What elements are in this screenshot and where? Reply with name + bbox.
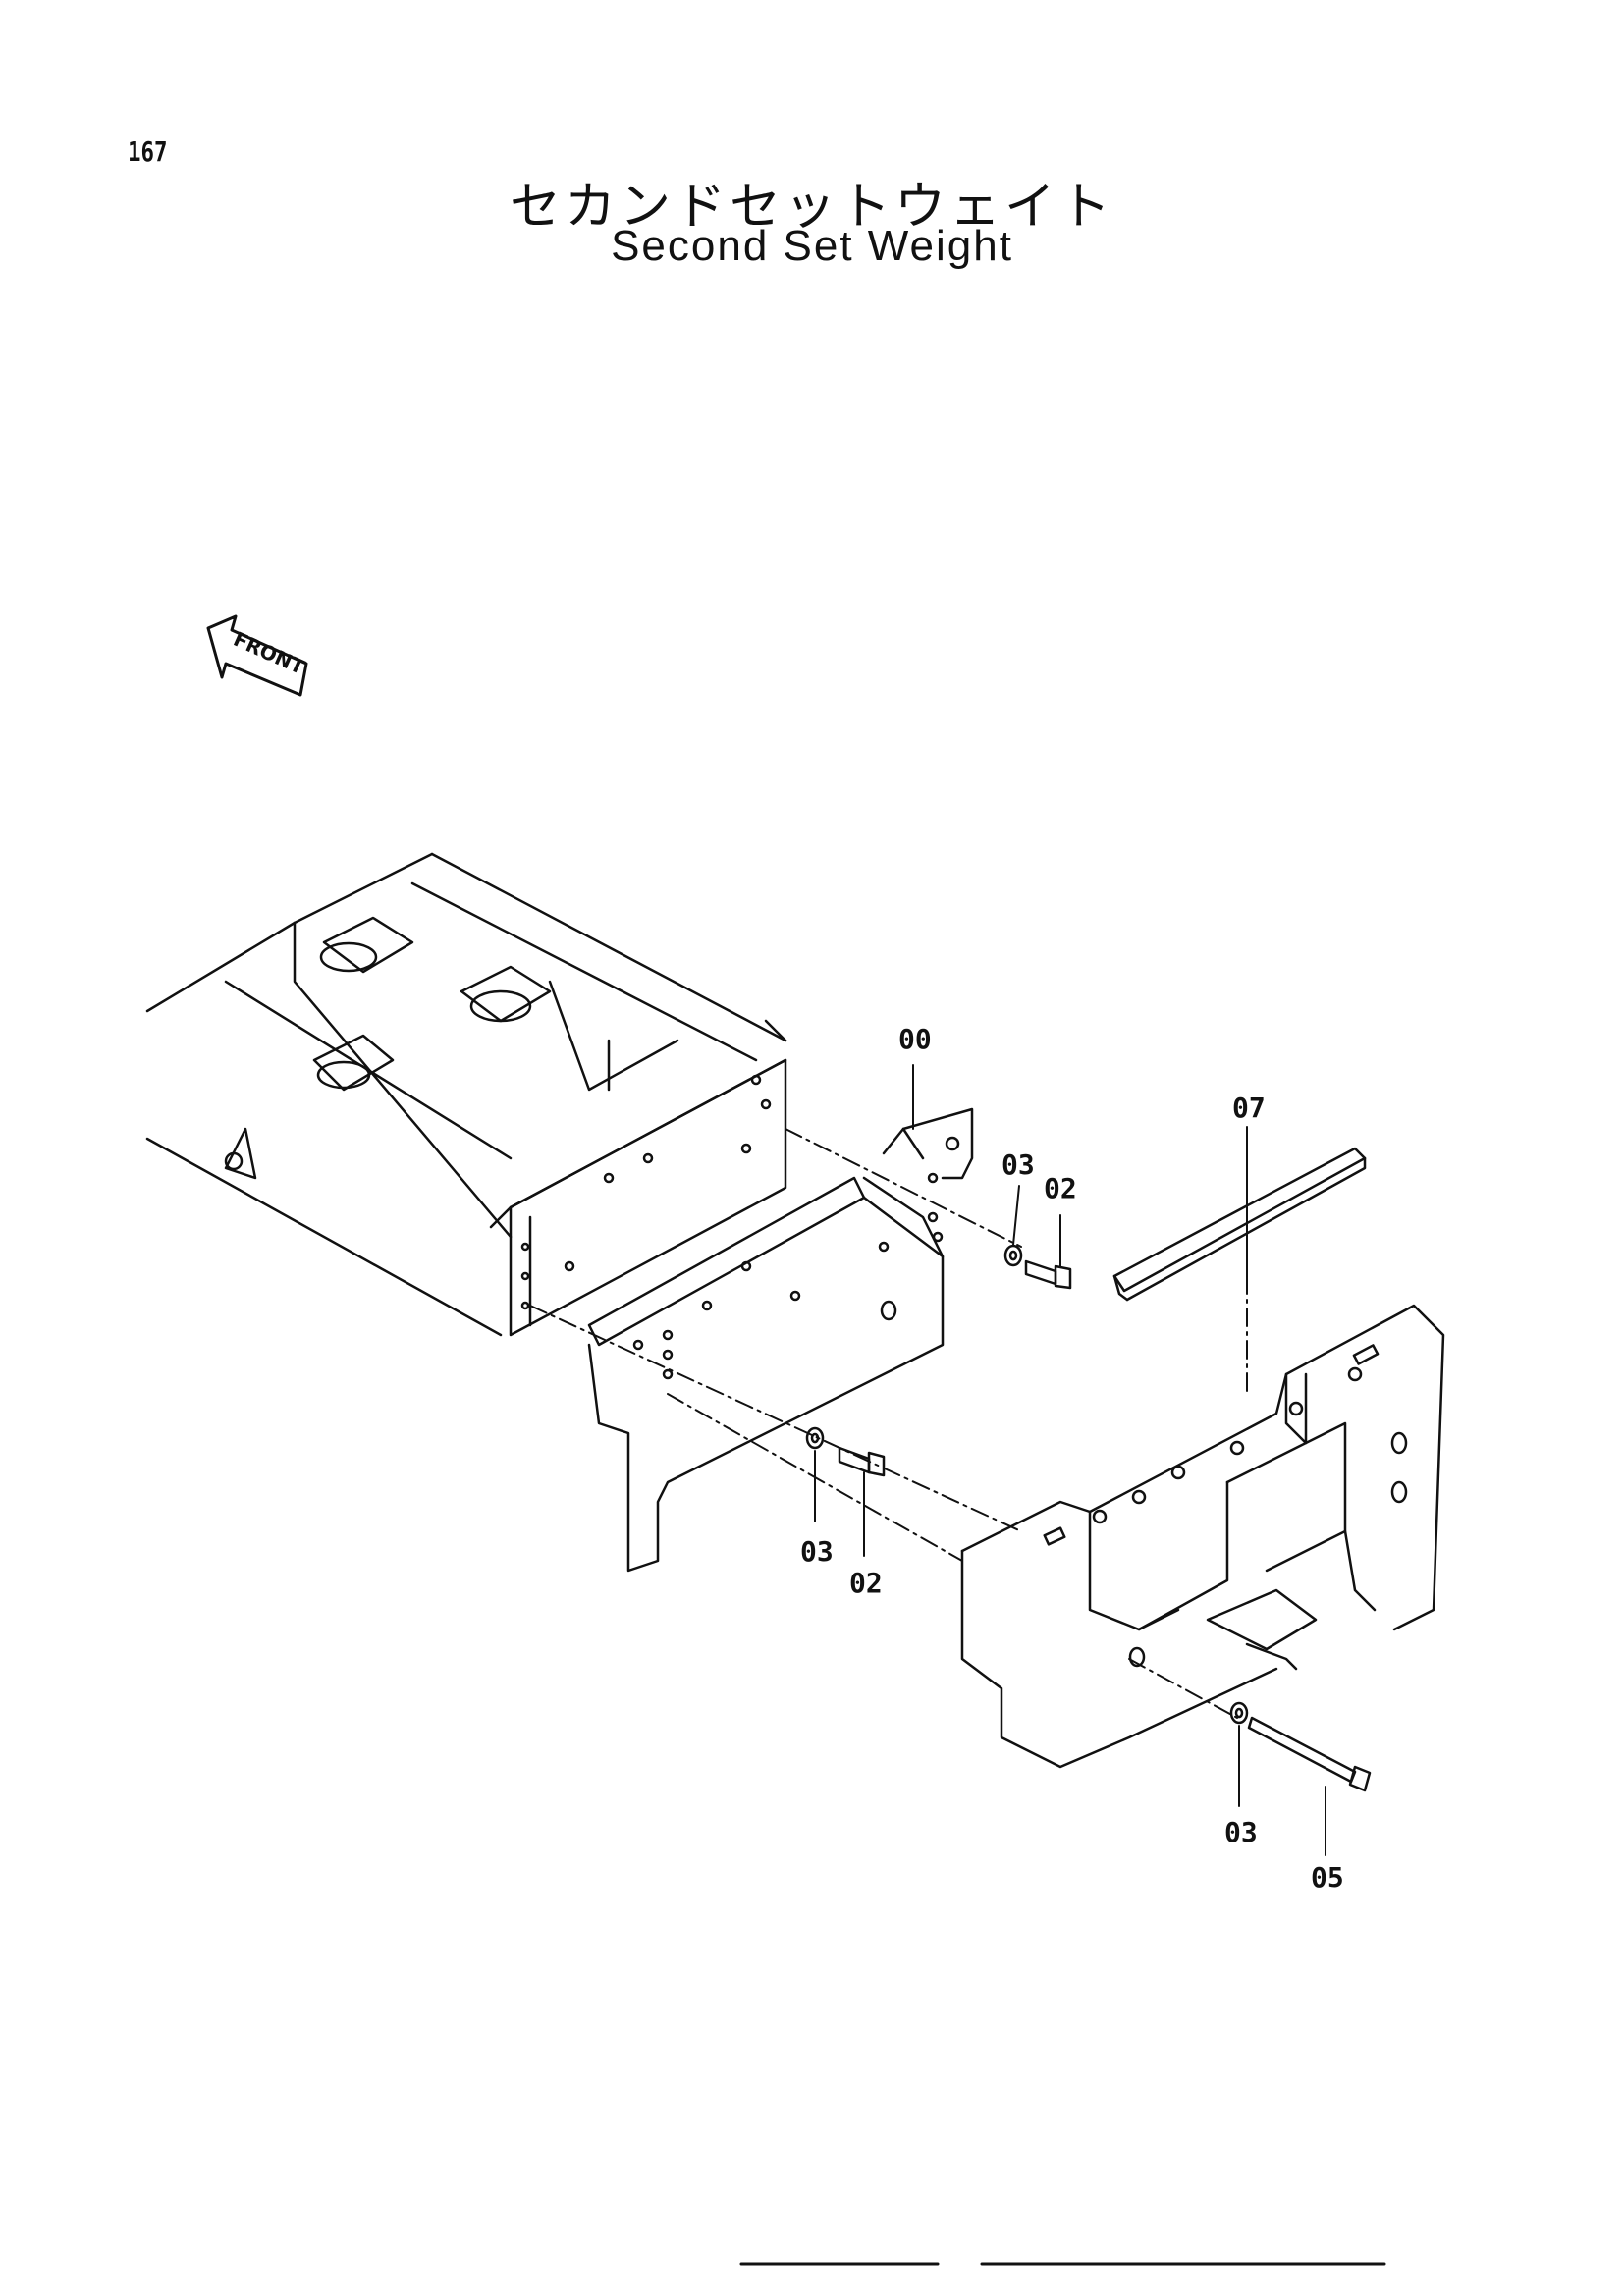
- callout-03-middle: 03: [800, 1535, 834, 1568]
- page-title-japanese: セカンドセットウェイト: [509, 178, 1114, 237]
- callout-02-upper: 02: [1044, 1172, 1077, 1204]
- page-title: Second Set Weight: [611, 222, 1013, 270]
- leader-lines: [814, 1064, 1326, 1856]
- page-number: 167: [128, 135, 168, 168]
- callout-07: 07: [1232, 1092, 1266, 1124]
- washer-upper: [1003, 1244, 1023, 1267]
- callout-03-upper: 03: [1001, 1148, 1035, 1181]
- callout-02-middle: 02: [849, 1567, 883, 1599]
- callout-03-lower: 03: [1224, 1816, 1258, 1848]
- rubber-strip: [1112, 1147, 1367, 1302]
- callout-05: 05: [1311, 1861, 1344, 1894]
- washer-lower: [1229, 1701, 1249, 1725]
- bolt-upper: [1024, 1259, 1072, 1290]
- counterweight-body: [960, 1304, 1445, 1769]
- washer-middle: [805, 1426, 825, 1450]
- callout-00: 00: [898, 1023, 932, 1055]
- front-arrow-icon: FRONT: [206, 614, 308, 697]
- main-frame: [145, 852, 787, 1337]
- long-bolt: [1247, 1716, 1372, 1792]
- bolt-middle: [838, 1446, 886, 1477]
- counterweight-plate: [587, 1107, 974, 1573]
